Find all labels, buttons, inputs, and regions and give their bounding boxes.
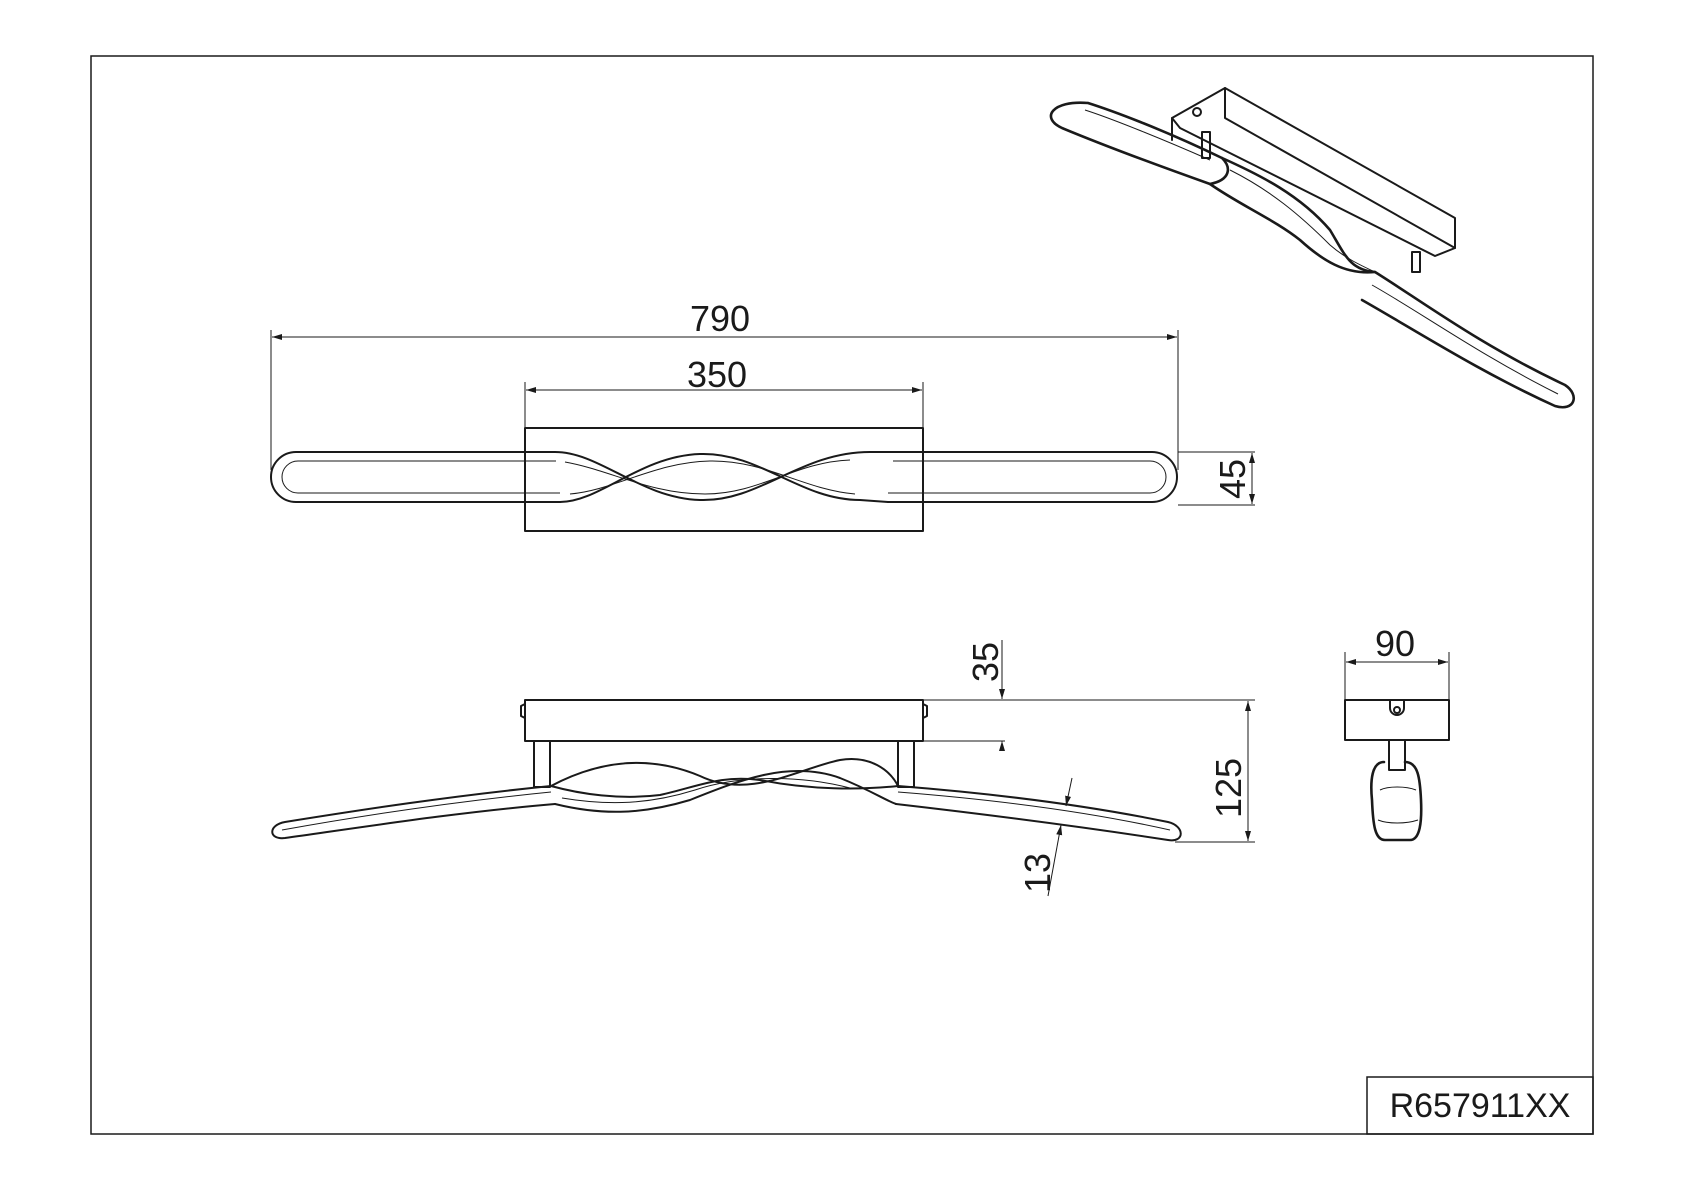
dim-35-label: 35 — [965, 642, 1006, 682]
dim-35: 35 — [923, 640, 1255, 751]
front-right-bar — [887, 451, 1178, 503]
title-block: R657911XX — [1366, 1076, 1594, 1135]
dim-350: 350 — [524, 354, 924, 428]
dim-45: 45 — [1178, 451, 1255, 506]
dim-90: 90 — [1344, 623, 1450, 700]
dim-790-label: 790 — [690, 298, 750, 339]
iso-bar-right — [1360, 270, 1575, 409]
side-right-bar — [895, 785, 1182, 842]
end-bar-profile — [1370, 760, 1423, 842]
dim-13: 13 — [1017, 777, 1073, 897]
end-view — [1344, 699, 1450, 842]
dim-350-label: 350 — [687, 354, 747, 395]
side-mount-plate — [524, 699, 924, 742]
dim-90-label: 90 — [1375, 623, 1415, 664]
iso-mount-box — [1171, 87, 1456, 257]
dim-125-label: 125 — [1208, 758, 1249, 818]
product-code: R657911XX — [1390, 1087, 1571, 1125]
dim-790: 790 — [270, 298, 1179, 470]
iso-twist — [1208, 156, 1377, 274]
side-post-left — [533, 740, 551, 788]
drawing-frame — [90, 55, 1594, 1135]
front-view — [270, 427, 1178, 532]
dim-45-label: 45 — [1212, 459, 1253, 499]
side-view — [271, 699, 1182, 842]
dim-125: 125 — [1175, 701, 1255, 843]
side-left-bar — [271, 785, 556, 840]
front-mount-plate — [524, 427, 924, 532]
dim-13-label: 13 — [1017, 853, 1058, 893]
side-twist — [550, 758, 899, 787]
front-left-bar — [270, 451, 561, 503]
side-post-right — [897, 740, 915, 788]
front-twist — [554, 451, 894, 502]
isometric-view — [1049, 87, 1575, 409]
